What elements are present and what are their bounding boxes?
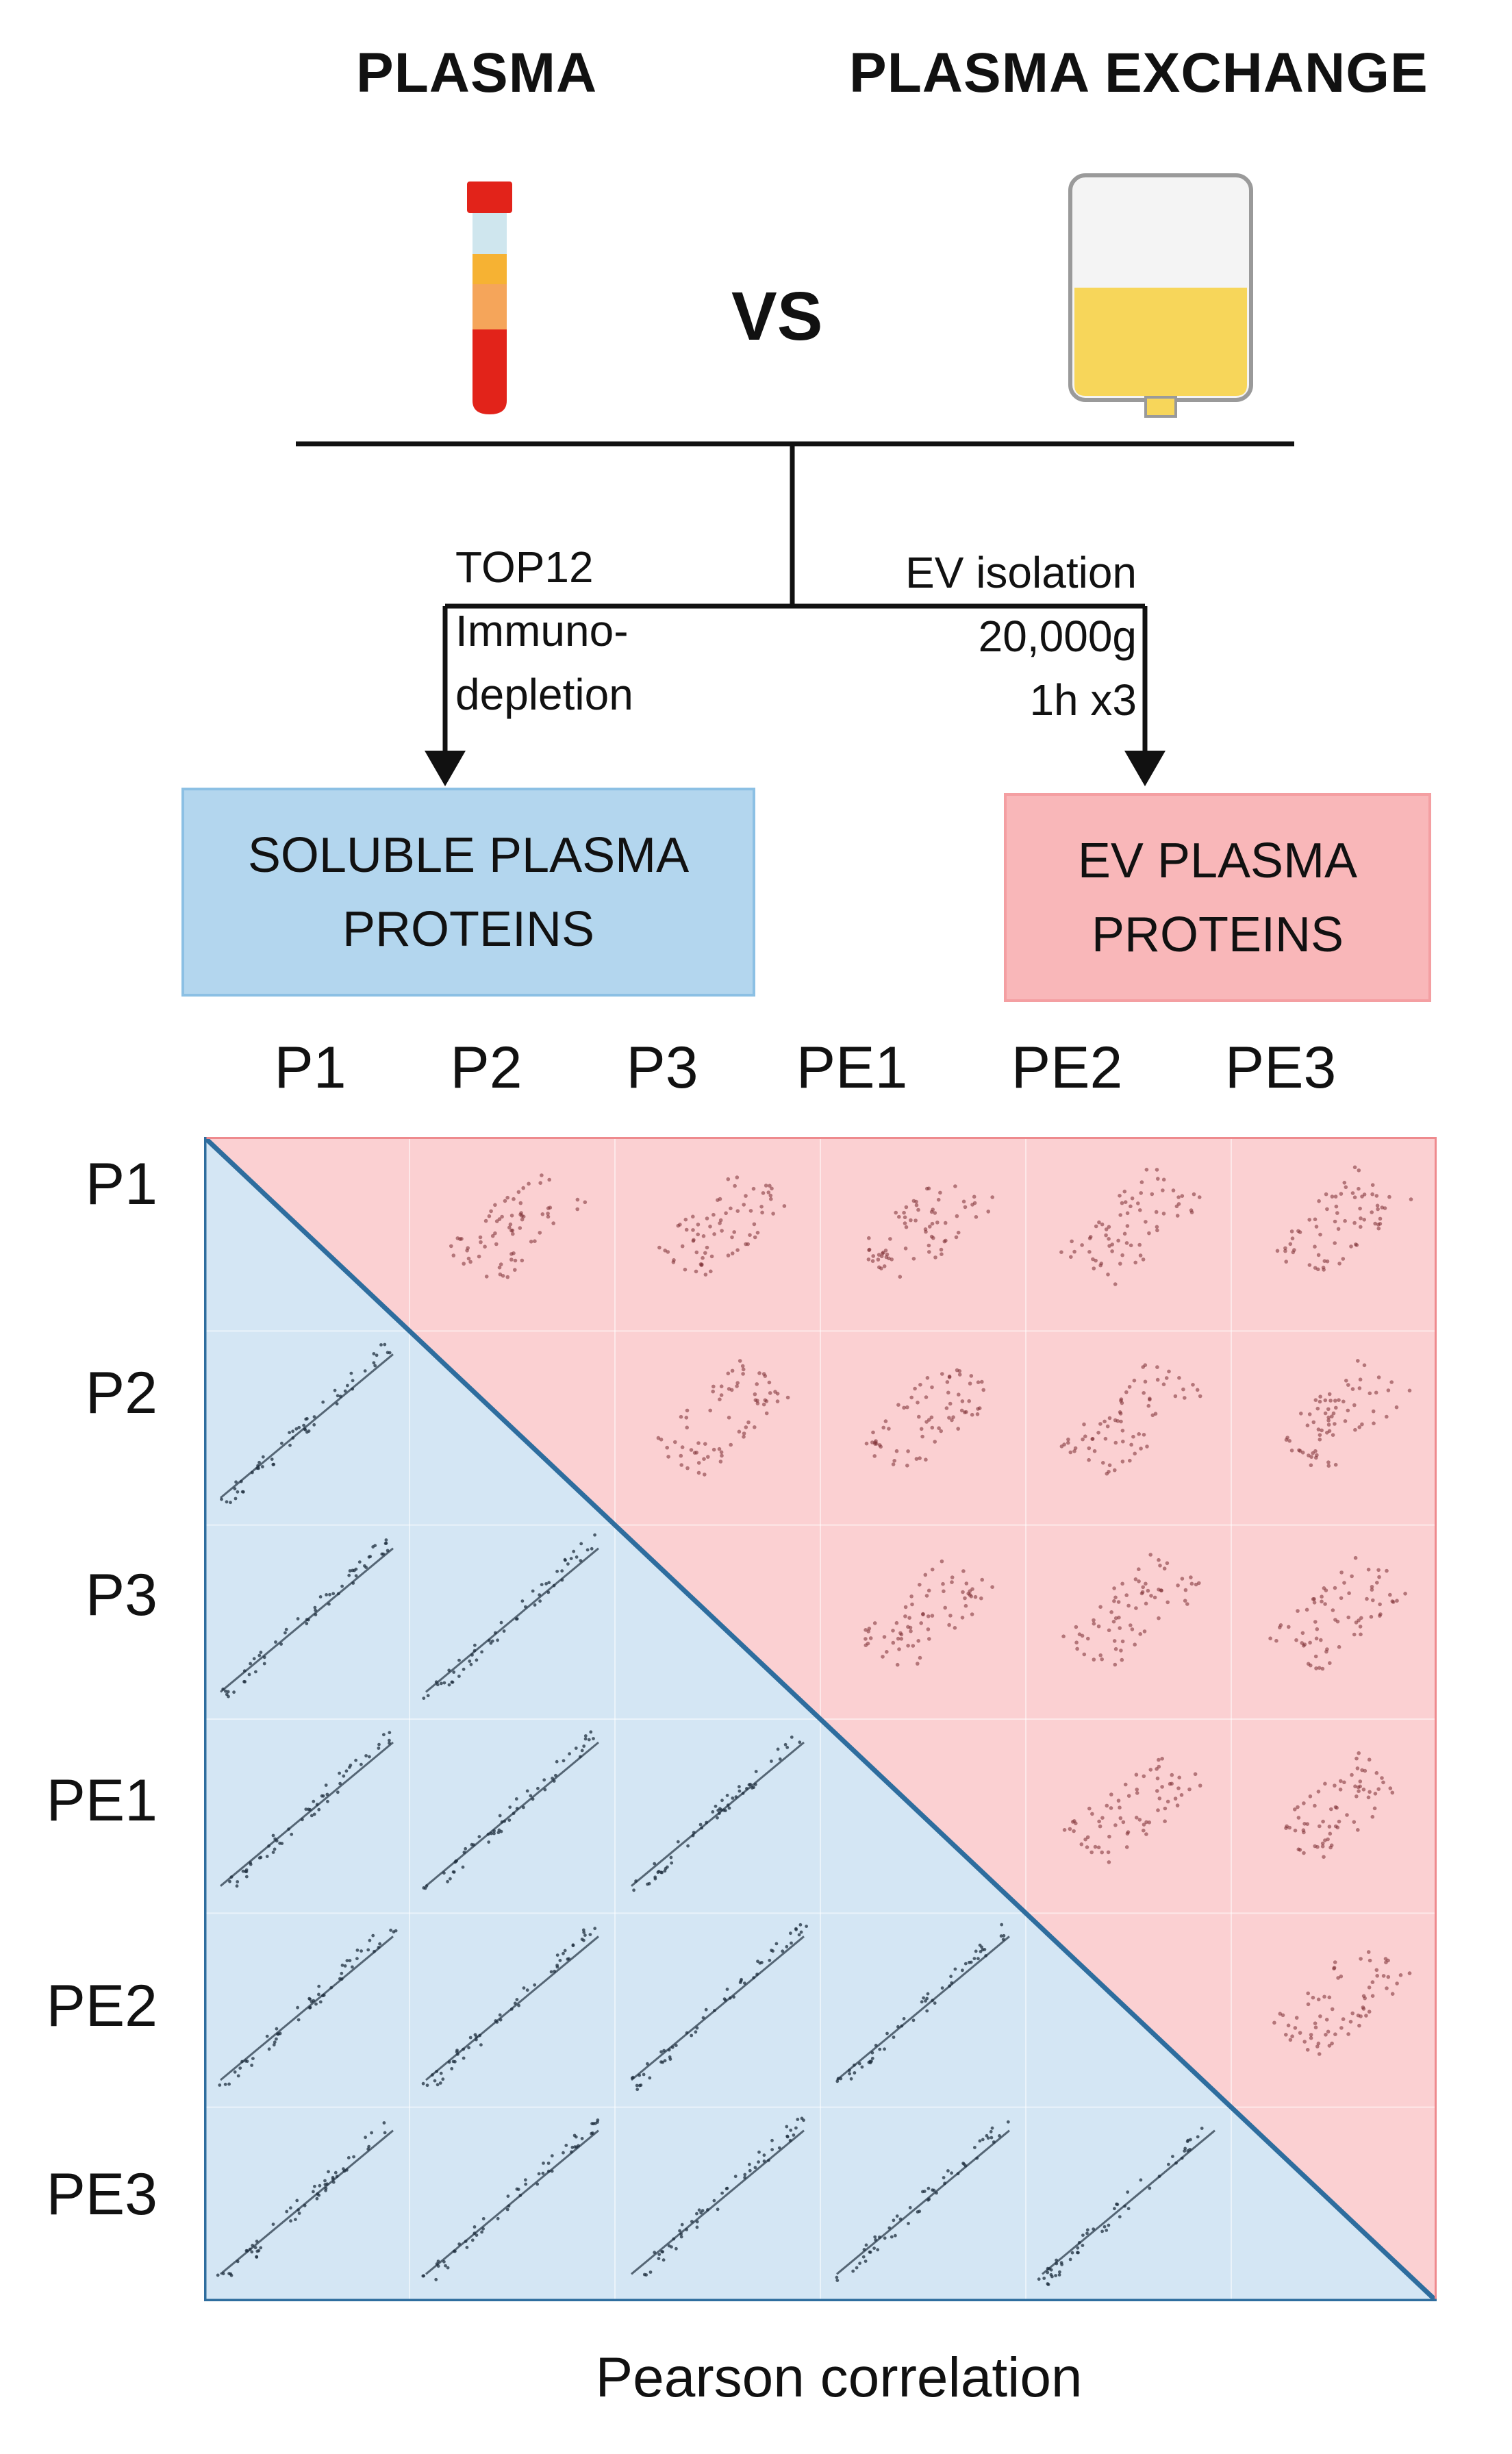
soluble-box-line: SOLUBLE PLASMA bbox=[247, 827, 690, 883]
ev-box-line: EV PLASMA bbox=[1077, 833, 1358, 888]
pearson-correlation-label: Pearson correlation bbox=[595, 2346, 1083, 2409]
soluble-box-line: PROTEINS bbox=[342, 901, 595, 957]
soluble-scatter-cell bbox=[1037, 2127, 1215, 2286]
soluble-scatter-cell bbox=[835, 1923, 1010, 2083]
blood-tube-icon bbox=[452, 181, 527, 421]
ev-scatter-cell bbox=[1061, 1553, 1201, 1667]
plasma-bag-icon bbox=[1065, 171, 1257, 425]
column-label: PE1 bbox=[796, 1035, 908, 1101]
right-step-line: 1h x3 bbox=[1029, 675, 1137, 725]
ev-scatter-cell bbox=[1268, 1555, 1407, 1671]
ev-scatter-cell bbox=[1062, 1757, 1202, 1864]
right-step-line: 20,000g bbox=[978, 611, 1137, 661]
column-label: P1 bbox=[274, 1035, 346, 1101]
ev-scatter-cell bbox=[866, 1184, 994, 1279]
row-label: P2 bbox=[85, 1360, 158, 1426]
ev-scatter-cell bbox=[1275, 1165, 1413, 1272]
row-label: PE2 bbox=[46, 1973, 158, 2039]
soluble-scatter-cell bbox=[631, 1736, 805, 1892]
soluble-proteins-box: SOLUBLE PLASMA PROTEINS bbox=[181, 788, 755, 997]
ev-scatter-cell bbox=[656, 1359, 790, 1477]
ev-scatter-cell bbox=[657, 1175, 787, 1277]
ev-scatter-cell bbox=[1284, 1751, 1395, 1859]
vs-label: VS bbox=[731, 278, 823, 355]
ev-scatter-cell bbox=[864, 1559, 994, 1667]
left-step-line: TOP12 bbox=[455, 542, 594, 592]
ev-proteins-box: EV PLASMA PROTEINS bbox=[1004, 793, 1431, 1002]
ev-scatter-cell bbox=[449, 1173, 588, 1279]
column-label: P2 bbox=[450, 1035, 522, 1101]
right-step-label: EV isolation 20,000g 1h x3 bbox=[905, 541, 1137, 731]
left-step-label: TOP12 Immuno- depletion bbox=[455, 536, 633, 726]
soluble-scatter-cell bbox=[220, 1342, 394, 1505]
ev-box-line: PROTEINS bbox=[1091, 907, 1344, 962]
soluble-scatter-cell bbox=[220, 1538, 394, 1699]
workflow-connector bbox=[0, 0, 1512, 822]
row-label: PE1 bbox=[46, 1768, 158, 1833]
soluble-scatter-cell bbox=[421, 2118, 600, 2281]
left-step-line: depletion bbox=[455, 669, 633, 719]
right-step-line: EV isolation bbox=[905, 548, 1137, 597]
row-label: P1 bbox=[85, 1151, 158, 1217]
row-label: P3 bbox=[85, 1562, 158, 1628]
ev-scatter-cell bbox=[1059, 1363, 1202, 1476]
soluble-scatter-cell bbox=[630, 1923, 808, 2092]
ev-scatter-cell bbox=[1059, 1168, 1202, 1286]
soluble-scatter-cell bbox=[421, 1927, 599, 2088]
diagonal-line bbox=[204, 1137, 1437, 2301]
soluble-scatter-cell bbox=[218, 1928, 398, 2087]
column-label: PE2 bbox=[1011, 1035, 1123, 1101]
ev-scatter-cell bbox=[1272, 1950, 1412, 2056]
ev-scatter-cell bbox=[864, 1368, 985, 1468]
column-label: PE3 bbox=[1224, 1035, 1337, 1101]
soluble-scatter-cell bbox=[216, 2121, 394, 2277]
soluble-scatter-cell bbox=[835, 2120, 1010, 2282]
plasma-title: PLASMA bbox=[356, 42, 598, 104]
soluble-scatter-cell bbox=[631, 2116, 805, 2277]
left-step-line: Immuno- bbox=[455, 605, 629, 655]
ev-scatter-cell bbox=[1284, 1359, 1412, 1468]
plasma-exchange-title: PLASMA EXCHANGE bbox=[849, 42, 1428, 104]
correlation-matrix bbox=[204, 1137, 1437, 2301]
row-label: PE3 bbox=[46, 2162, 158, 2227]
column-label: P3 bbox=[626, 1035, 698, 1101]
soluble-scatter-cell bbox=[422, 1533, 599, 1700]
soluble-scatter-cell bbox=[220, 1731, 394, 1888]
soluble-scatter-cell bbox=[422, 1730, 599, 1890]
